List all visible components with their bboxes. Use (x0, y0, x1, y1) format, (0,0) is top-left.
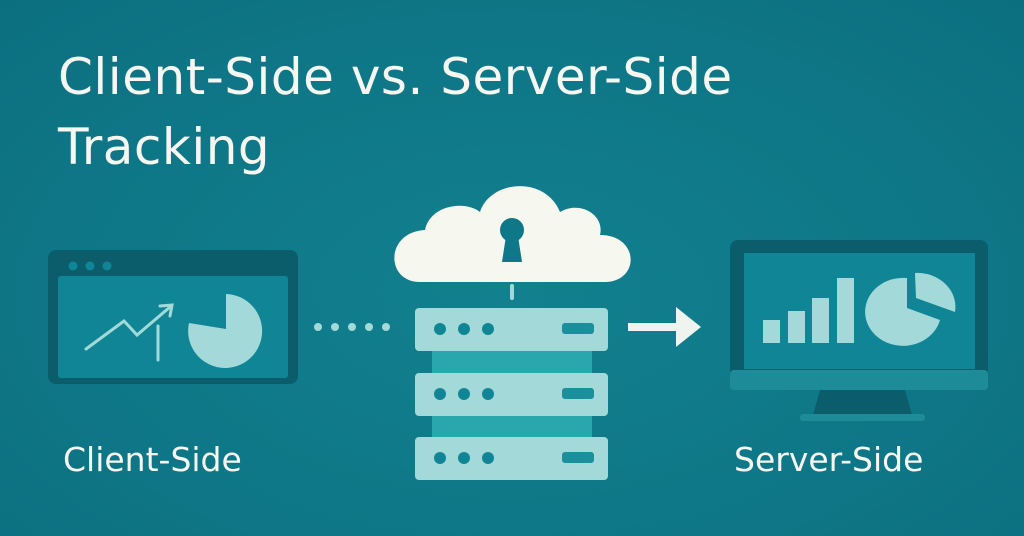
server-unit (415, 437, 608, 480)
bar (837, 278, 854, 343)
client-side-label: Client-Side (63, 440, 242, 479)
bar-chart-icon (763, 278, 854, 343)
pie-chart-icon (865, 272, 956, 346)
browser-window-icon (48, 250, 298, 384)
cloud-lock-icon (394, 186, 631, 300)
server-unit (415, 308, 608, 351)
server-unit (415, 373, 608, 416)
title-line-1: Client-Side vs. Server-Side (58, 48, 733, 106)
server-side-label: Server-Side (734, 440, 924, 479)
server-stack-icon (415, 308, 608, 480)
bar (788, 311, 805, 343)
dotted-connector (314, 323, 390, 331)
trend-arrow-icon (84, 303, 174, 362)
page-title: Client-Side vs. Server-Side Tracking (58, 42, 733, 182)
pie-chart-icon (188, 294, 263, 368)
bar (812, 298, 829, 343)
bar (763, 320, 780, 343)
title-line-2: Tracking (58, 118, 271, 176)
arrow-right-icon (628, 307, 701, 347)
